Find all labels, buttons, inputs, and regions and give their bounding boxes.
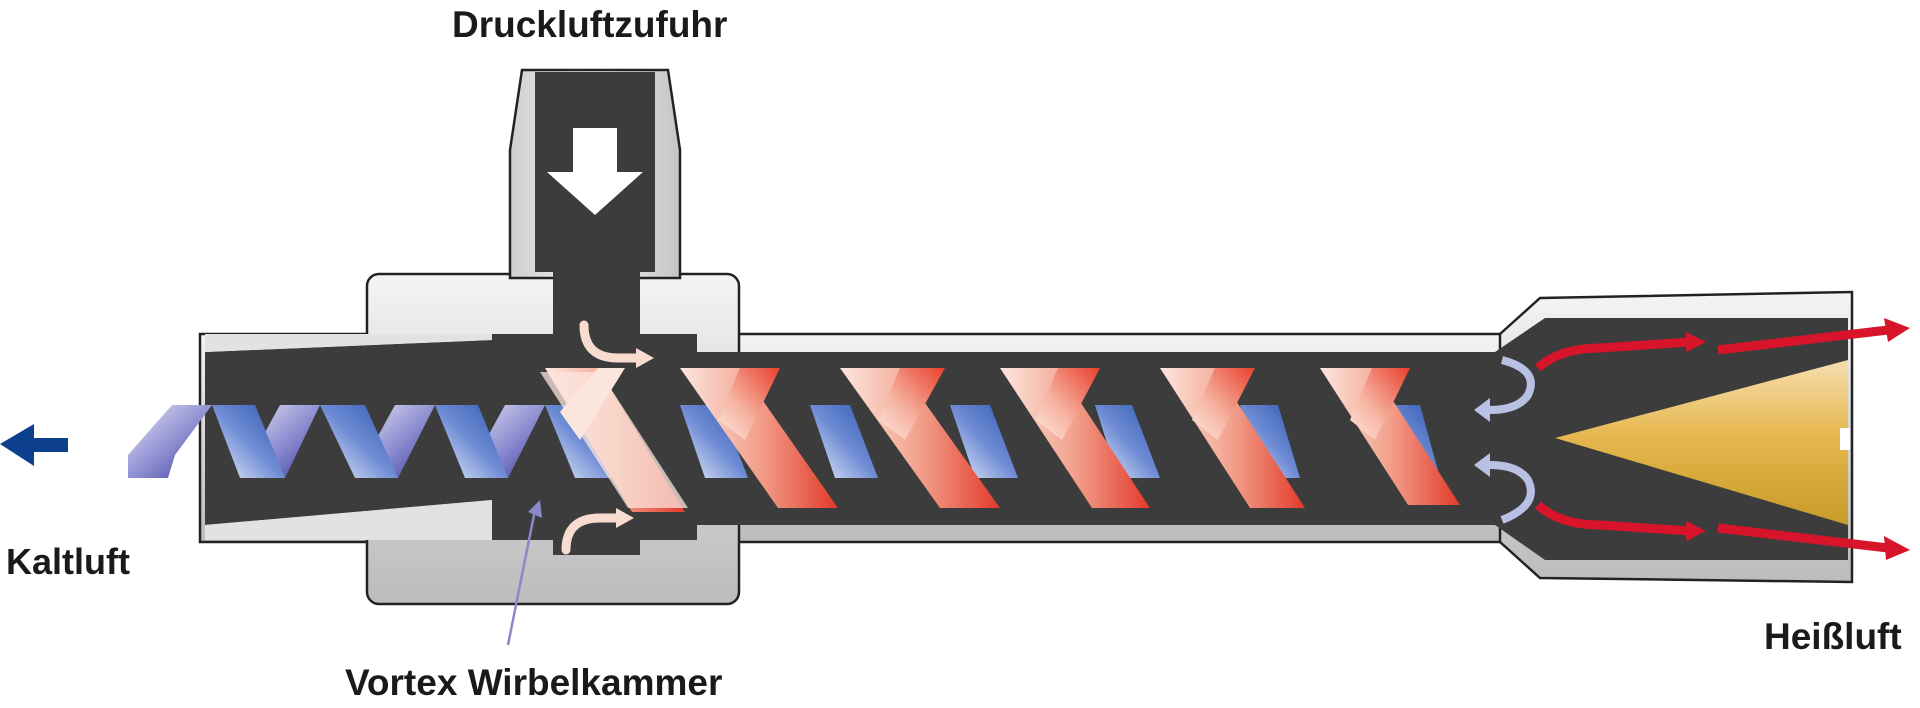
hot-helix-band [1320, 368, 1460, 505]
hot-helix-band [1350, 368, 1410, 440]
curved-arrow-icon [1474, 356, 1535, 422]
down-arrow-icon [547, 128, 643, 215]
curved-arrow-icon [561, 508, 634, 555]
hot-helix-band [878, 368, 945, 440]
cold-helix-band [680, 405, 748, 478]
chamber-ribbon [540, 372, 688, 508]
pointer-arrowhead [528, 500, 542, 518]
hot-air-spiral [540, 368, 1460, 512]
pointer-line [506, 509, 537, 646]
cold-air-spiral [128, 405, 1440, 478]
curved-arrow-icon [579, 320, 654, 368]
curved-arrow-icon [1474, 453, 1535, 524]
cold-helix-band [128, 405, 212, 478]
hot-helix-band [718, 368, 780, 440]
cold-helix-band [212, 405, 285, 478]
cold-helix-band [810, 405, 878, 478]
cold-helix-band [435, 405, 508, 478]
cold-helix-band [1240, 405, 1300, 478]
hot-helix-band [840, 368, 1000, 508]
left-arrow-icon [0, 424, 68, 466]
right-arrow-icon [1534, 318, 1910, 372]
cold-taper-bottom [205, 500, 492, 540]
hot-helix-band [1192, 368, 1255, 440]
hot-helix-band [1036, 368, 1100, 440]
label-vortex-chamber: Vortex Wirbelkammer [345, 662, 723, 703]
hot-helix-band [680, 368, 838, 508]
label-compressed-air-supply: Druckluftzufuhr [452, 4, 728, 45]
hot-helix-band [1160, 368, 1305, 508]
cold-helix-band [320, 405, 398, 478]
cold-taper-top [205, 334, 492, 352]
cold-helix-band [950, 405, 1018, 478]
cold-helix-band [1095, 405, 1160, 478]
right-arrow-icon [1534, 501, 1910, 560]
hot-valve-cone [1555, 360, 1848, 525]
label-hot-air: Heißluft [1764, 616, 1902, 657]
valve-slot [1840, 428, 1850, 450]
hot-helix-band [1000, 368, 1150, 508]
label-cold-air: Kaltluft [6, 541, 130, 582]
